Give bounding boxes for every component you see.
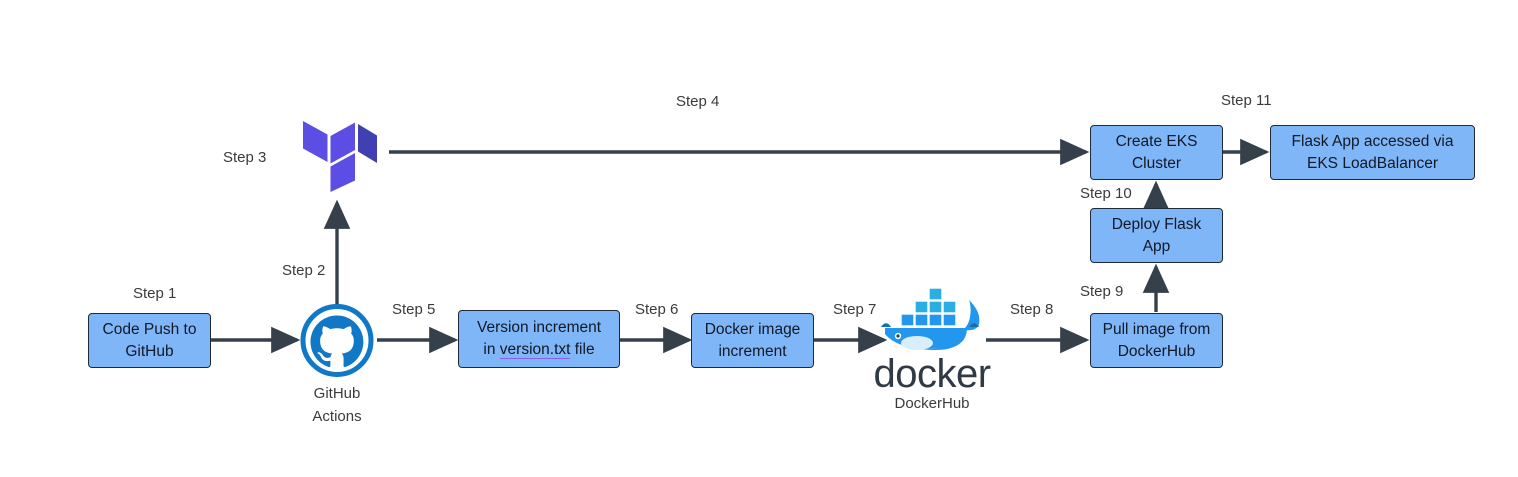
octocat-glyph [310, 315, 364, 368]
version-txt-filename: version.txt [499, 341, 571, 359]
github-actions-logo[interactable] [298, 303, 376, 378]
docker-logo [879, 284, 985, 352]
docker-containers [900, 287, 957, 327]
version-increment-line2: in version.txt file [483, 339, 595, 361]
docker-whale-tail [965, 300, 980, 331]
docker-water-right [969, 323, 979, 327]
node-create-eks-cluster[interactable]: Create EKS Cluster [1090, 125, 1223, 180]
terraform-shape-left [303, 121, 328, 162]
node-code-push[interactable]: Code Push to GitHub [88, 313, 211, 368]
terraform-shape-right [358, 124, 377, 163]
terraform-logo [300, 115, 380, 193]
node-deploy-flask-app[interactable]: Deploy Flask App [1090, 208, 1223, 263]
step-label-11: Step 11 [1221, 92, 1272, 109]
docker-whale-svg [881, 287, 980, 350]
docker-caption: DockerHub [894, 395, 970, 412]
step-label-9: Step 9 [1080, 283, 1124, 300]
docker-whale-belly2 [901, 336, 933, 350]
step-label-5: Step 5 [392, 301, 436, 318]
step-label-1: Step 1 [133, 285, 177, 302]
node-docker-image-increment[interactable]: Docker image increment [691, 313, 814, 368]
docker-whale-pupil [896, 334, 900, 338]
terraform-logo-svg [303, 121, 377, 192]
terraform-shape-bottom [330, 153, 355, 192]
node-pull-image[interactable]: Pull image from DockerHub [1090, 313, 1223, 368]
docker-wordmark: docker [873, 352, 991, 396]
step-label-8: Step 8 [1010, 301, 1054, 318]
step-label-7: Step 7 [833, 301, 877, 318]
node-version-increment[interactable]: Version increment in version.txt file [458, 310, 620, 368]
version-increment-suffix: file [570, 341, 595, 358]
step-label-2: Step 2 [282, 262, 326, 279]
node-flask-app-loadbalancer[interactable]: Flask App accessed via EKS LoadBalancer [1270, 125, 1475, 180]
step-label-3: Step 3 [223, 149, 267, 166]
version-increment-prefix: in [483, 341, 500, 358]
terraform-shape-center [330, 122, 355, 164]
step-label-4: Step 4 [676, 93, 720, 110]
github-actions-logo-svg [300, 304, 374, 377]
github-actions-caption: GitHub Actions [312, 385, 362, 425]
docker-water-left [881, 323, 891, 327]
version-increment-line1: Version increment [476, 319, 602, 336]
step-label-6: Step 6 [635, 301, 679, 318]
step-label-10: Step 10 [1080, 185, 1132, 202]
